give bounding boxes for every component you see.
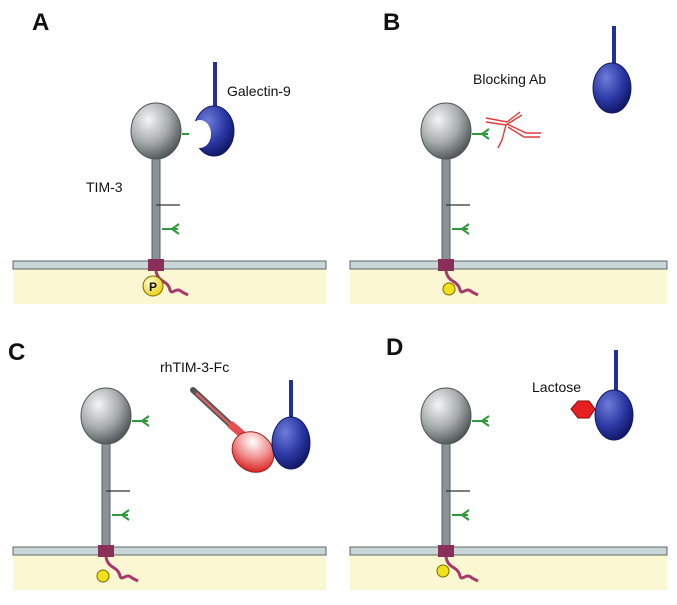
lactose-hexagon [570, 400, 596, 419]
galectin-9-domain [271, 416, 311, 470]
cytoplasmic-tail [444, 556, 479, 583]
glycan-stalk [452, 509, 470, 521]
transmembrane-segment [438, 259, 454, 271]
tim3-igv-domain [130, 102, 182, 160]
tim3-igv-domain [80, 387, 132, 445]
cell-membrane [349, 546, 668, 556]
cell-membrane [12, 260, 327, 270]
tim3-stalk [441, 439, 451, 549]
galectin-stem [612, 26, 616, 74]
label-lactose: Lactose [532, 379, 581, 395]
glycan-stalk [112, 509, 130, 521]
label-rhtim-3-fc: rhTIM-3-Fc [160, 359, 229, 375]
phosphate-label: P [149, 280, 157, 294]
glycan-head [132, 415, 150, 427]
tim3-igv-domain [420, 387, 472, 445]
panel-label-b: B [383, 9, 400, 36]
panel-c: C rhTIM-3-Fc [8, 339, 327, 590]
cell-membrane [349, 260, 668, 270]
galectin-9-domain [594, 389, 634, 441]
blocking-antibody [485, 111, 541, 149]
glycan-head [472, 128, 490, 140]
tim3-igv-domain [420, 102, 472, 160]
galectin-9-domain [592, 62, 632, 114]
tim3-stalk [441, 153, 451, 263]
fc-stalk-core [195, 392, 235, 429]
tim3-stalk [101, 439, 111, 549]
panel-label-a: A [32, 9, 49, 36]
cytoplasm-region [350, 554, 667, 590]
cytoplasm-region [13, 554, 326, 590]
tyrosine-circle [96, 569, 110, 583]
panel-d: D Lactose [349, 334, 668, 590]
tyrosine-circle [436, 564, 450, 578]
label-galectin-9: Galectin-9 [227, 83, 291, 99]
label-blocking-ab: Blocking Ab [473, 71, 546, 87]
panel-a: A P Galectin-9 TIM-3 [12, 9, 327, 304]
transmembrane-segment [438, 545, 454, 557]
label-tim-3: TIM-3 [86, 179, 123, 195]
tyrosine-circle [442, 282, 456, 296]
cytoplasm-region [350, 268, 667, 304]
phosphate-circle [142, 275, 164, 297]
rhtim3-fc-head [231, 431, 275, 473]
panel-label-c: C [8, 339, 25, 366]
tim3-stalk [151, 153, 161, 263]
galectin-stem [289, 380, 293, 424]
glycan-head [472, 415, 490, 427]
panel-label-d: D [386, 334, 403, 361]
cytoplasmic-tail [104, 556, 139, 583]
glycan-stalk [162, 223, 180, 235]
glycan-stalk [452, 223, 470, 235]
panel-b: B Blocking Ab [349, 9, 668, 304]
galectin-stem [614, 350, 618, 395]
transmembrane-segment [98, 545, 114, 557]
cell-membrane [12, 546, 327, 556]
galectin-binding-pocket [189, 120, 211, 148]
galectin-stem [213, 62, 217, 108]
cytoplasmic-tail [444, 270, 479, 297]
transmembrane-segment [148, 259, 164, 271]
